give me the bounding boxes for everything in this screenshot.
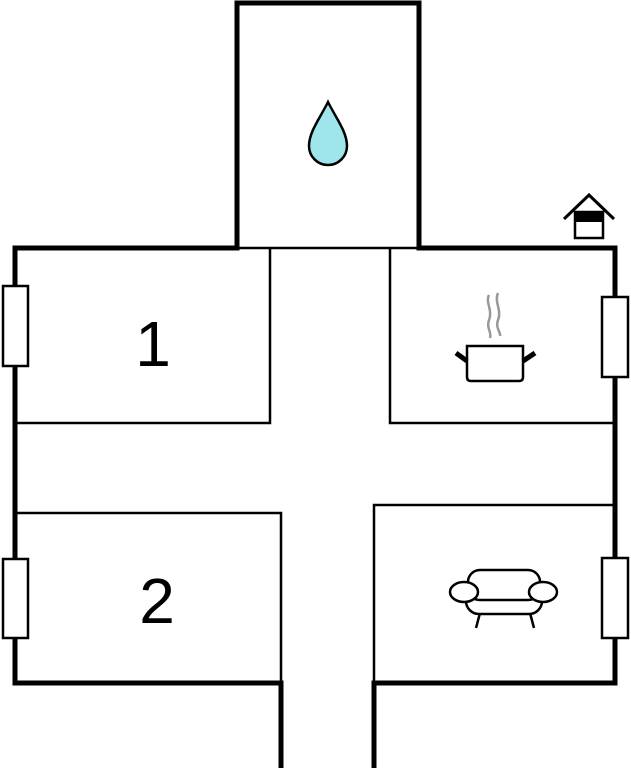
room-label-1: 1 [135,308,171,380]
windows [1,284,630,640]
room-label-2: 2 [139,565,175,637]
window [600,295,630,379]
window [1,557,30,640]
house-entrance-icon [562,192,616,240]
armchair-icon [448,568,559,629]
water-drop-icon [307,99,349,167]
window [600,556,630,640]
outer-wall [12,0,618,768]
window [1,284,30,368]
inner-walls [15,248,615,683]
cooking-pot-icon [454,292,537,383]
